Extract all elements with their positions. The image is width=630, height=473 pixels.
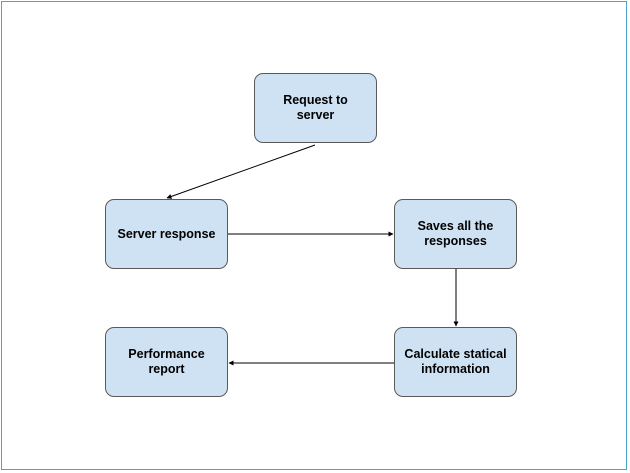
arrow-request-to-response (166, 144, 316, 199)
node-label: Request to server (283, 93, 348, 122)
node-saves-responses: Saves all the responses (394, 199, 517, 269)
node-label: Saves all the responses (417, 219, 494, 248)
node-calculate-information: Calculate statical information (394, 327, 517, 397)
node-label: Performance report (128, 347, 205, 376)
node-label: Server response (117, 226, 216, 241)
node-request-to-server: Request to server (254, 73, 377, 143)
node-performance-report: Performance report (105, 327, 228, 397)
node-label: Calculate statical information (404, 347, 507, 376)
node-server-response: Server response (105, 199, 228, 269)
